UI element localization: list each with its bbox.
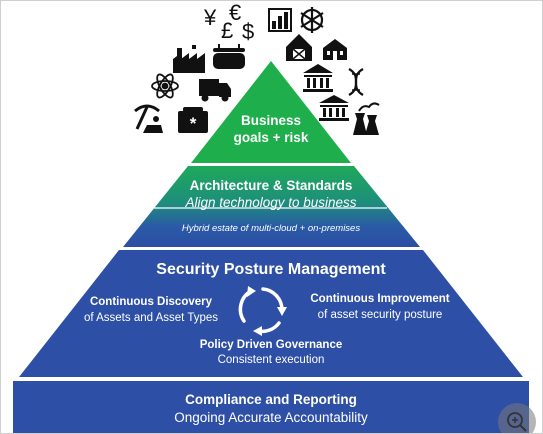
apex-line-2: goals + risk bbox=[233, 130, 309, 145]
architecture-title: Architecture & Standards bbox=[189, 178, 353, 193]
compliance-title: Compliance and Reporting bbox=[185, 392, 357, 407]
improvement-title: Continuous Improvement bbox=[310, 293, 450, 305]
wheel-icon bbox=[300, 7, 324, 33]
hybrid-text: Hybrid estate of multi-cloud + on-premis… bbox=[181, 223, 361, 234]
governance-title: Policy Driven Governance bbox=[199, 339, 343, 351]
architecture-tier bbox=[123, 166, 420, 247]
truck-icon bbox=[199, 79, 231, 102]
compliance-tier bbox=[13, 381, 529, 433]
power-plant-icon bbox=[353, 102, 380, 135]
improvement-subtitle: of asset security posture bbox=[317, 309, 443, 321]
courthouse-icon bbox=[319, 95, 349, 121]
zoom-in-button[interactable] bbox=[498, 403, 536, 433]
yen-icon: ¥ bbox=[203, 5, 217, 30]
dollar-icon: $ bbox=[242, 19, 254, 44]
bar-chart-icon bbox=[268, 8, 292, 32]
governance-subtitle: Consistent execution bbox=[217, 354, 325, 366]
euro-icon: € bbox=[229, 1, 241, 25]
dna-icon bbox=[348, 68, 364, 96]
posture-title: Security Posture Management bbox=[156, 261, 386, 278]
discovery-title: Continuous Discovery bbox=[89, 296, 213, 308]
apex-line-1: Business bbox=[240, 113, 302, 128]
medical-kit-icon: * bbox=[178, 107, 208, 133]
posture-tier bbox=[19, 250, 523, 377]
school-icon bbox=[323, 39, 347, 60]
svg-text:*: * bbox=[190, 114, 197, 133]
cycle-arrows-icon bbox=[238, 286, 287, 336]
factory-icon bbox=[173, 45, 205, 73]
zoom-in-icon bbox=[507, 412, 527, 432]
architecture-subtitle: Align technology to business bbox=[185, 195, 357, 210]
stadium-icon bbox=[213, 44, 245, 69]
bank-icon bbox=[303, 64, 333, 92]
mining-icon bbox=[134, 104, 163, 133]
barn-icon bbox=[286, 34, 312, 61]
atom-icon bbox=[151, 73, 179, 99]
compliance-subtitle: Ongoing Accurate Accountability bbox=[174, 410, 368, 425]
pound-icon: £ bbox=[221, 18, 233, 43]
apex-tier bbox=[191, 61, 351, 163]
discovery-subtitle: of Assets and Asset Types bbox=[83, 312, 219, 324]
